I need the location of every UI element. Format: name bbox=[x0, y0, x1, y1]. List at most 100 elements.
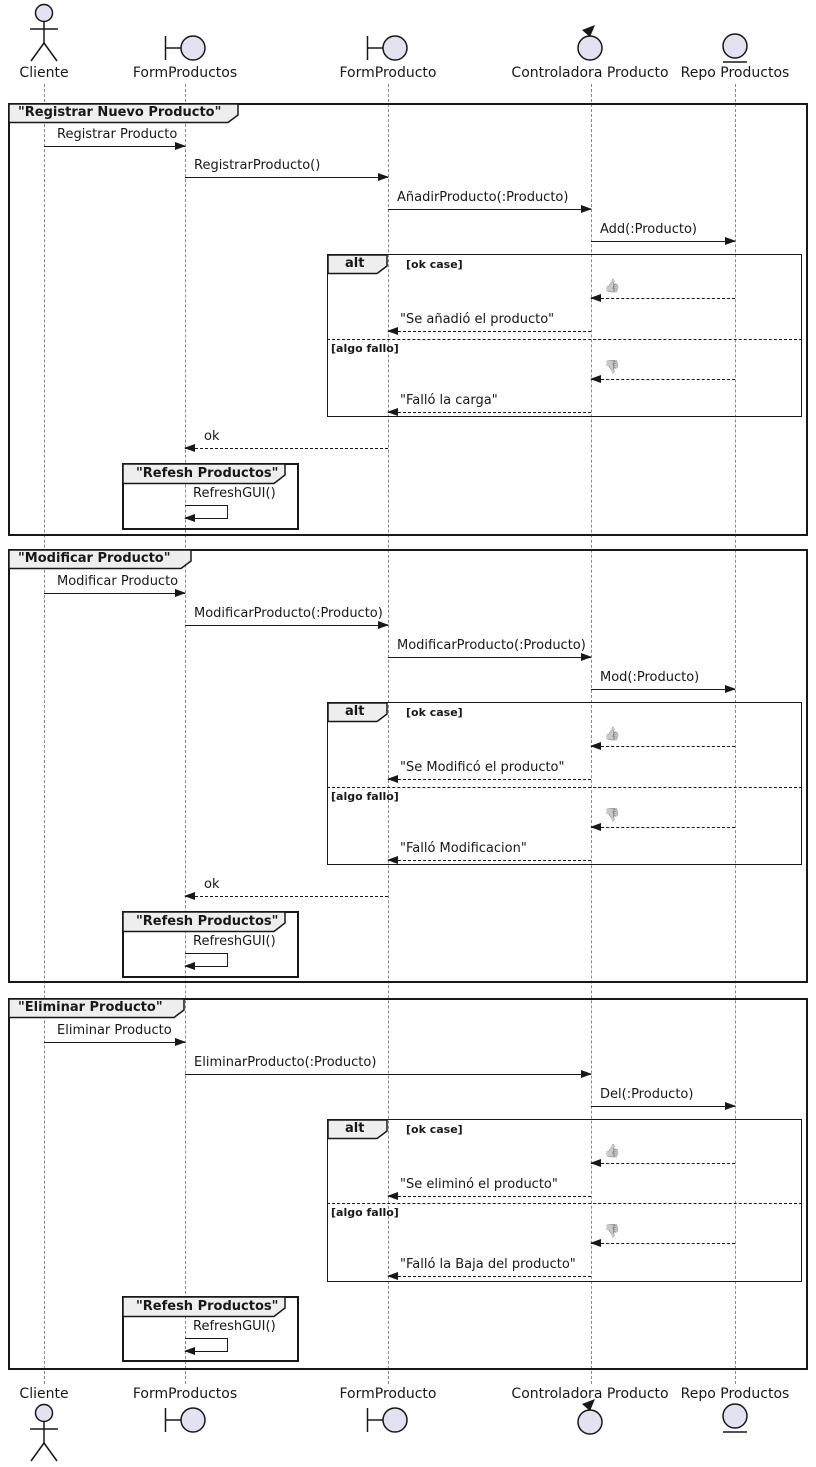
group-eliminar-header bbox=[8, 998, 185, 1019]
participant-label-repo: Repo Productos bbox=[680, 1386, 790, 1402]
reply-arrow bbox=[387, 856, 591, 864]
alt-guard-fail: [algo fallo] bbox=[331, 1206, 399, 1219]
alt-header bbox=[327, 1119, 388, 1140]
boundary-icon bbox=[164, 1407, 206, 1433]
reply-arrow bbox=[590, 823, 735, 831]
lifeline-formproductos bbox=[185, 84, 186, 1384]
alt-header bbox=[327, 254, 388, 275]
boundary-icon bbox=[164, 35, 206, 61]
message-arrow bbox=[185, 173, 389, 181]
group-title: "Eliminar Producto" bbox=[18, 1000, 163, 1015]
refresh-header bbox=[122, 1296, 286, 1318]
participant-label-controladora: Controladora Producto bbox=[511, 1386, 669, 1402]
alt-header bbox=[327, 702, 388, 723]
self-message-side bbox=[227, 1338, 228, 1351]
reply-arrow bbox=[387, 1192, 591, 1200]
message-label: EliminarProducto(:Producto) bbox=[194, 1055, 377, 1070]
actor-icon bbox=[30, 3, 58, 62]
participant-label-formproductos: FormProductos bbox=[132, 65, 238, 81]
self-message-return bbox=[184, 962, 228, 970]
group-title: "Modificar Producto" bbox=[18, 551, 171, 566]
alt-guard-fail: [algo fallo] bbox=[331, 342, 399, 355]
alt-divider bbox=[327, 787, 802, 788]
message-label: RefreshGUI() bbox=[193, 1319, 276, 1334]
control-icon bbox=[577, 25, 603, 61]
message-label: Add(:Producto) bbox=[600, 222, 698, 237]
reply-arrow bbox=[387, 775, 591, 783]
alt-guard-fail: [algo fallo] bbox=[331, 790, 399, 803]
group-title: "Registrar Nuevo Producto" bbox=[18, 105, 222, 120]
message-arrow bbox=[44, 1038, 186, 1046]
message-label: ok bbox=[204, 877, 220, 892]
reply-arrow bbox=[184, 444, 388, 452]
reply-arrow bbox=[387, 1272, 591, 1280]
lifeline-cliente bbox=[44, 84, 45, 1384]
refresh-title: "Refesh Productos" bbox=[136, 914, 279, 929]
refresh-title: "Refesh Productos" bbox=[136, 1299, 279, 1314]
message-label: RegistrarProducto() bbox=[194, 158, 321, 173]
participant-label-controladora: Controladora Producto bbox=[511, 65, 669, 81]
message-label: "Falló Modificacion" bbox=[400, 841, 527, 856]
alt-frame bbox=[327, 254, 802, 417]
message-label: "Falló la Baja del producto" bbox=[400, 1257, 576, 1272]
participant-label-repo: Repo Productos bbox=[680, 65, 790, 81]
refresh-header bbox=[122, 463, 286, 485]
group-modificar-frame bbox=[8, 549, 808, 983]
message-arrow bbox=[388, 653, 592, 661]
message-arrow bbox=[44, 142, 186, 150]
self-message-top bbox=[185, 1338, 228, 1339]
reply-arrow bbox=[590, 742, 735, 750]
thumb-down-icon: 👎 bbox=[604, 1224, 621, 1239]
message-label: Modificar Producto bbox=[57, 574, 179, 589]
alt-operator: alt bbox=[345, 1121, 365, 1136]
message-label: ok bbox=[204, 429, 220, 444]
thumb-down-icon: 👎 bbox=[604, 808, 621, 823]
alt-guard-ok: [ok case] bbox=[406, 1123, 463, 1136]
message-label: "Se eliminó el producto" bbox=[400, 1177, 558, 1192]
participant-label-formproducto: FormProducto bbox=[339, 1386, 437, 1402]
group-registrar-frame bbox=[8, 103, 808, 536]
message-arrow bbox=[591, 237, 736, 245]
alt-frame bbox=[327, 702, 802, 865]
participant-label-cliente: Cliente bbox=[19, 1386, 69, 1402]
message-label: Eliminar Producto bbox=[57, 1023, 172, 1038]
thumb-up-icon: 👍 bbox=[604, 279, 621, 294]
reply-arrow bbox=[387, 327, 591, 335]
reply-arrow bbox=[590, 1239, 735, 1247]
alt-guard-ok: [ok case] bbox=[406, 258, 463, 271]
message-label: "Falló la carga" bbox=[400, 393, 498, 408]
reply-arrow bbox=[184, 892, 388, 900]
self-message-top bbox=[185, 505, 228, 506]
reply-arrow bbox=[590, 375, 735, 383]
boundary-icon bbox=[366, 35, 408, 61]
boundary-icon bbox=[366, 1407, 408, 1433]
message-label: Registrar Producto bbox=[57, 127, 178, 142]
message-arrow bbox=[185, 1070, 592, 1078]
self-message-return bbox=[184, 514, 228, 522]
group-eliminar-frame bbox=[8, 998, 808, 1370]
lifeline-formproducto bbox=[388, 84, 389, 1384]
group-registrar-header bbox=[8, 103, 239, 124]
message-arrow bbox=[591, 1102, 736, 1110]
message-label: RefreshGUI() bbox=[193, 486, 276, 501]
self-message-top bbox=[185, 953, 228, 954]
thumb-up-icon: 👍 bbox=[604, 727, 621, 742]
lifeline-controladora bbox=[591, 84, 592, 1384]
message-label: "Se Modificó el producto" bbox=[400, 760, 565, 775]
message-arrow bbox=[591, 685, 736, 693]
thumb-down-icon: 👎 bbox=[604, 360, 621, 375]
alt-frame bbox=[327, 1119, 802, 1282]
participant-label-formproductos: FormProductos bbox=[132, 1386, 238, 1402]
self-message-side bbox=[227, 505, 228, 518]
entity-icon bbox=[722, 1403, 748, 1433]
participant-label-formproducto: FormProducto bbox=[339, 65, 437, 81]
message-label: Mod(:Producto) bbox=[600, 670, 700, 685]
message-arrow bbox=[185, 621, 389, 629]
reply-arrow bbox=[590, 294, 735, 302]
group-modificar-header bbox=[8, 549, 192, 570]
actor-icon bbox=[30, 1403, 58, 1462]
reply-arrow bbox=[590, 1159, 735, 1167]
alt-operator: alt bbox=[345, 256, 365, 271]
message-label: ModificarProducto(:Producto) bbox=[194, 606, 383, 621]
